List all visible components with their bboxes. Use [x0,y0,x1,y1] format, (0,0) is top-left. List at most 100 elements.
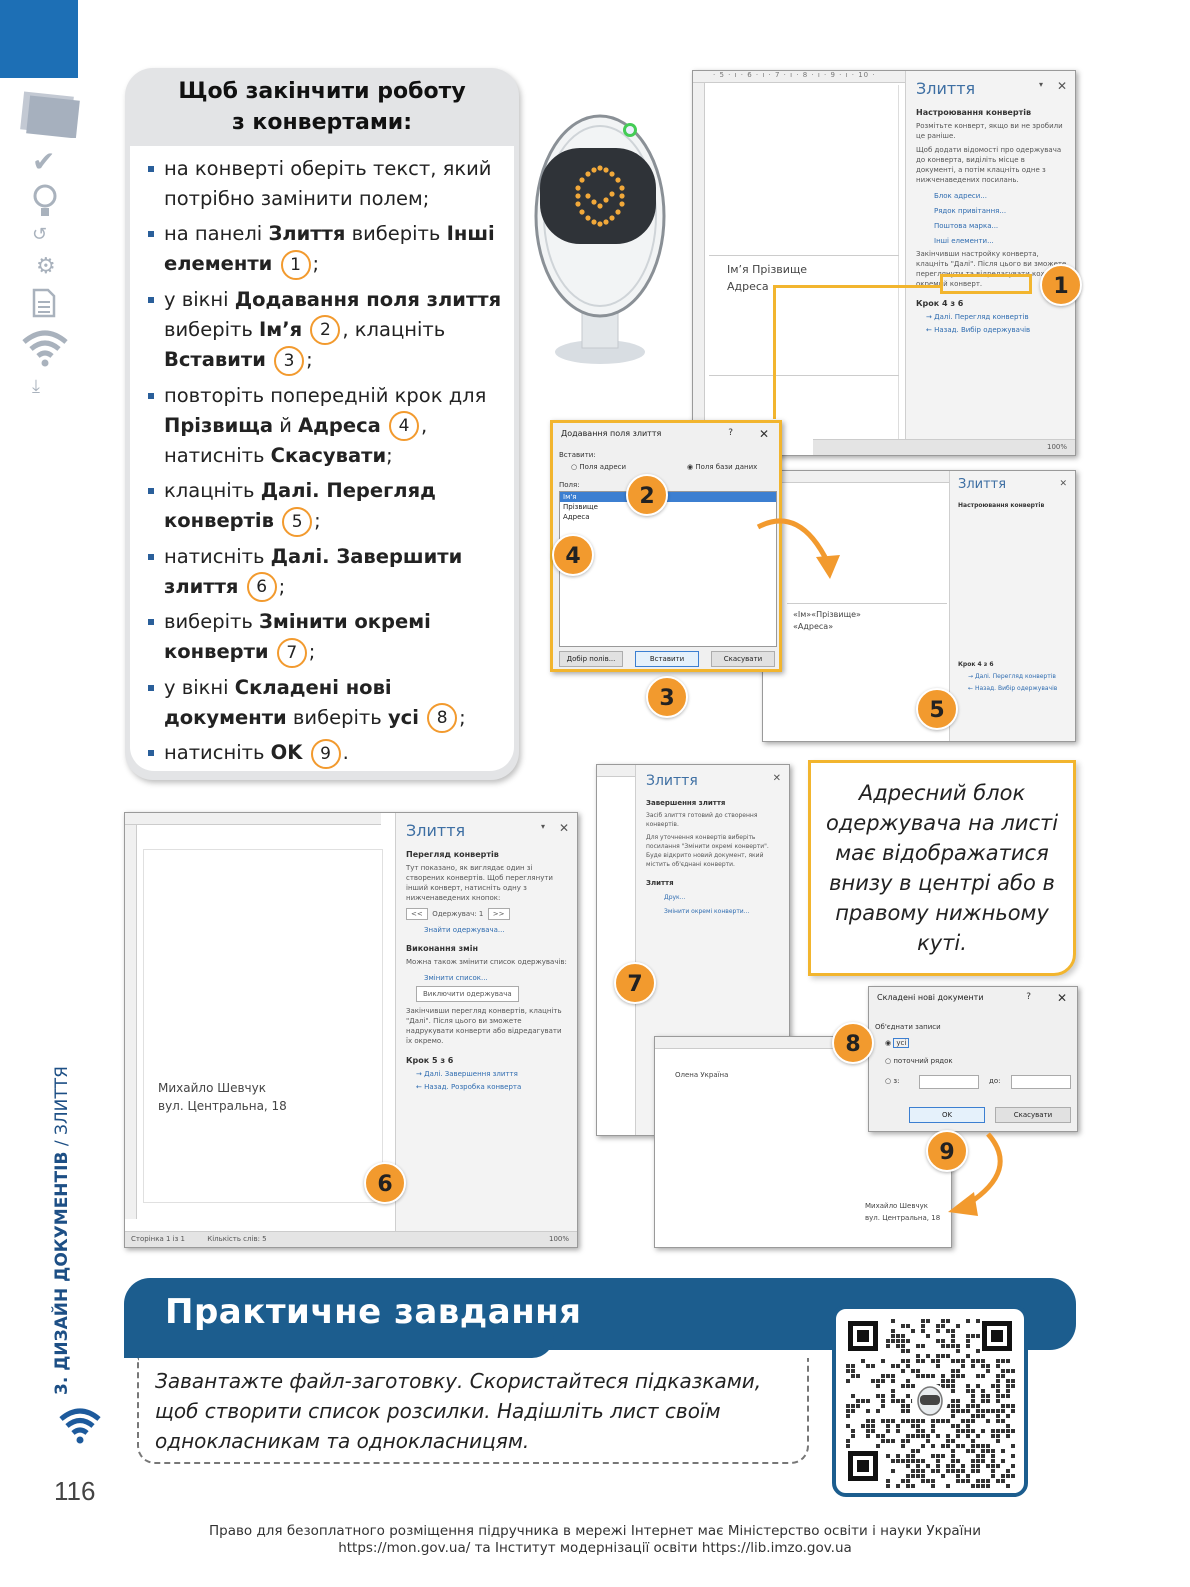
step-indicator: Крок 4 з 6 [958,661,994,668]
zoom-level[interactable]: 100% [1046,443,1067,451]
cancel-button[interactable]: Скасувати [995,1107,1071,1123]
to-label: до: [989,1077,1001,1085]
edit-letters-link[interactable]: Змінити окремі конверти... [664,908,750,915]
ruler [597,765,639,777]
mail-merge-pane: Злиття ▾ ✕ Настроювання конвертів Розміт… [905,71,1075,455]
merge-field-address[interactable]: «Адреса» [793,622,834,631]
field-item-name[interactable]: Ім'я [560,492,776,502]
address-fields-radio[interactable]: ○ Поля адреси [571,463,627,471]
back-link[interactable]: ← Назад. Розробка конверта [416,1083,522,1091]
step-item: натисніть Далі. Завершити злиття 6; [148,542,510,602]
close-icon[interactable]: ✕ [758,427,769,441]
practice-text: Завантажте файл-заготовку. Скористайтеся… [137,1358,809,1464]
back-link[interactable]: ← Назад. Вибір одержувачів [926,326,1031,334]
more-items-link[interactable]: Інші елементи... [934,237,994,245]
pane-text: Можна також змінити список одержувачів: [406,958,567,966]
vertical-ruler [125,825,137,1219]
chapter-label: 3. ДИЗАЙН ДОКУМЕНТІВ / ЗЛИТТЯ [52,1066,72,1395]
pane-text: Тут показано, як виглядає один зі створе… [406,864,553,902]
step-number: 1 [280,249,311,280]
merge-field-name[interactable]: «Ім»«Прізвище» [793,610,861,619]
qr-code-image [846,1319,1015,1488]
close-icon[interactable]: ✕ [1056,991,1067,1005]
footer-line-2: https://mon.gov.ua/ та Інститут модерніз… [338,1540,852,1556]
edit-list-link[interactable]: Змінити список... [424,974,488,982]
merge-field-name[interactable]: Ім’я Прізвище [727,263,808,276]
pane-text: Для уточнення конвертів виберіть посилан… [646,834,769,868]
arrow-icon [756,518,840,579]
from-input[interactable] [919,1075,979,1089]
ok-button[interactable]: OK [909,1107,985,1123]
insert-label: Вставити: [559,451,596,459]
pane-title: Злиття [958,477,1007,492]
dropdown-icon[interactable]: ▾ [1038,80,1043,89]
pane-section: Перегляд конвертів [406,850,499,859]
practice-tab [124,1320,554,1358]
to-input[interactable] [1011,1075,1071,1089]
range-radio[interactable]: ○ з: [885,1077,900,1085]
gear-icon: ⚙ [36,254,56,279]
next-link[interactable]: → Далі. Завершення злиття [416,1070,518,1078]
step-number: 6 [246,572,277,602]
close-icon[interactable]: ✕ [1059,479,1067,489]
merge-to-new-document-dialog: Складені нові документи ? ✕ Об'єднати за… [868,986,1078,1132]
callout-4: 4 [552,534,594,576]
chapter-corner-block [0,0,78,78]
recipient-name: Михайло Шевчук [158,1081,266,1095]
pane-text: Засіб злиття готовий до створення конвер… [646,812,758,828]
zoom-level[interactable]: 100% [548,1235,569,1243]
fields-list[interactable]: Ім'я Прізвище Адреса [559,491,777,647]
next-link[interactable]: → Далі. Перегляд конвертів [926,313,1029,321]
address-block-link[interactable]: Блок адреси... [934,192,987,200]
fields-label: Поля: [559,481,580,489]
database-fields-radio[interactable]: ◉ Поля бази даних [687,463,758,471]
step-item: виберіть Змінити окремі конверти 7; [148,607,510,668]
postage-link[interactable]: Поштова марка... [934,222,999,230]
status-bar: Сторінка 1 із 1 Кількість слів: 5 100% [125,1231,577,1247]
close-icon[interactable]: ✕ [1056,79,1067,93]
all-records-radio[interactable]: ◉ усі [885,1038,910,1048]
step-number: 7 [276,637,307,668]
pane-section: Настроювання конвертів [916,108,1032,117]
step-number: 5 [282,506,313,537]
exclude-recipient-button[interactable]: Виключити одержувача [416,986,569,1002]
find-recipient-link[interactable]: Знайти одержувача... [424,926,505,934]
instruction-panel: Щоб закінчити роботу з конвертами: на ко… [125,68,519,780]
pane-section: Настроювання конвертів [958,502,1045,509]
step-item: на конверті оберіть текст, який потрібно… [148,154,510,214]
insert-button[interactable]: Вставити [635,651,699,667]
back-link[interactable]: ← Назад. Вибір одержувачів [968,685,1058,692]
close-icon[interactable]: ✕ [772,773,781,784]
help-icon[interactable]: ? [728,428,733,438]
document-page: Ім’я Прізвище Адреса [709,85,899,440]
next-link[interactable]: → Далі. Перегляд конвертів [968,673,1056,680]
dropdown-icon[interactable]: ▾ [540,822,545,831]
instruction-body: на конверті оберіть текст, який потрібно… [130,146,514,771]
sender-name: Олена Україна [675,1071,729,1079]
match-fields-button[interactable]: Добір полів... [559,651,623,667]
vertical-ruler [693,83,705,455]
step-number: 2 [310,315,341,345]
status-page: Сторінка 1 із 1 [131,1235,185,1243]
field-item-address[interactable]: Адреса [563,513,590,521]
steps-list: на конверті оберіть текст, який потрібно… [148,154,510,774]
greeting-line-link[interactable]: Рядок привітання... [934,207,1007,215]
callout-5: 5 [916,688,958,730]
pane-title: Злиття [646,773,698,789]
field-item-surname[interactable]: Прізвище [563,503,598,511]
step-indicator: Крок 5 з 6 [406,1056,454,1065]
word-screenshot-step1: · 5 · ı · 6 · ı · 7 · ı · 8 · ı · 9 · ı … [692,70,1076,456]
cancel-button[interactable]: Скасувати [711,651,775,667]
merge-field-address[interactable]: Адреса [727,280,769,293]
help-icon[interactable]: ? [1026,992,1031,1002]
word-screenshot-step6: Михайло Шевчук вул. Центральна, 18 Злитт… [124,812,578,1248]
instruction-heading: Щоб закінчити роботу з конвертами: [178,79,466,135]
step-number: 8 [427,703,458,733]
close-icon[interactable]: ✕ [558,821,569,835]
current-record-radio[interactable]: ○ поточний рядок [885,1057,953,1065]
callout-8: 8 [832,1022,874,1064]
refresh-icon: ↺ [32,224,48,245]
qr-code[interactable] [832,1305,1028,1497]
print-link[interactable]: Друк... [664,894,686,901]
recipient-navigator[interactable]: << Одержувач: 1 >> [406,908,569,920]
